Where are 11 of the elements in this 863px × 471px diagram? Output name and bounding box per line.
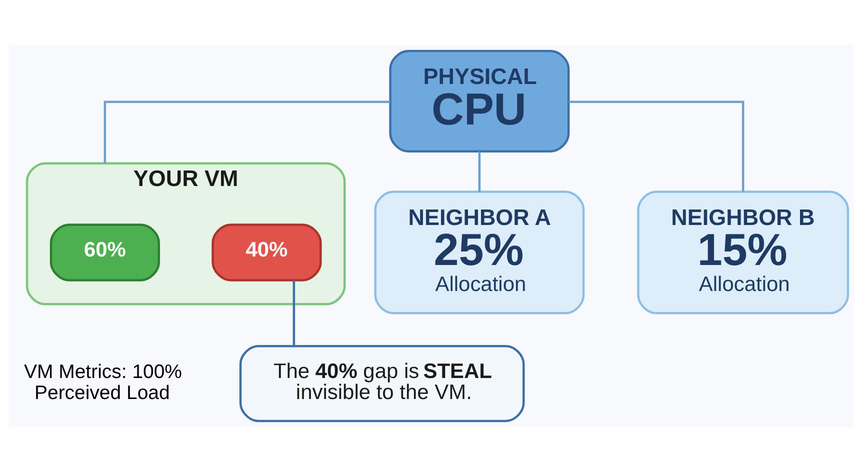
node-label: VM Metrics: 100% Perceived Load	[24, 360, 182, 404]
connector	[568, 100, 744, 192]
connector	[104, 100, 390, 163]
connector	[478, 151, 481, 192]
node-box: The 40% gap is STEAL invisible to the VM.	[239, 344, 525, 422]
connector	[292, 280, 296, 346]
node-box: NEIGHBOR B 15% Allocation	[637, 190, 850, 314]
node-box: 60%	[50, 223, 160, 281]
node-box: PHYSICAL CPU	[389, 49, 570, 152]
node-box: NEIGHBOR A 25% Allocation	[374, 190, 585, 314]
node-box: 40%	[212, 223, 322, 281]
